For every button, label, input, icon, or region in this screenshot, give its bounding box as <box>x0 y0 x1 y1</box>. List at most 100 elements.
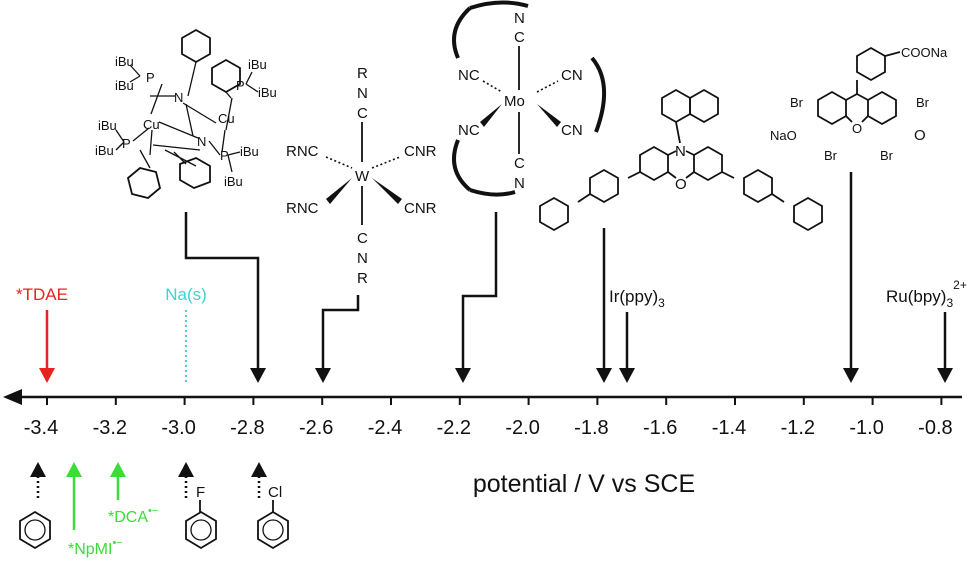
cu-atom-label: Cu <box>218 111 235 126</box>
axis-tick-label: -3.0 <box>161 417 195 439</box>
br-atom-label: Br <box>916 95 930 110</box>
axis-tick-label: -1.8 <box>574 417 608 439</box>
isocyanide-ligand-label: RNC <box>286 143 319 160</box>
tdae-arrowhead <box>39 368 55 383</box>
dca-label: *DCA•− <box>108 505 158 526</box>
axis-tick-label: -1.2 <box>781 417 815 439</box>
axis-tick-label: -2.6 <box>299 417 333 439</box>
p-atom-label: P <box>122 136 131 151</box>
copper-complex-structure: P N P Cu Cu N P P iBu iBu iBu iBu iBu iB… <box>95 28 277 199</box>
benzene-ring <box>19 510 51 550</box>
cu-atom-label: Cu <box>143 117 160 132</box>
ibu-group-label: iBu <box>240 144 259 159</box>
npmi-arrowhead <box>66 462 82 477</box>
ibu-group-label: iBu <box>248 57 267 72</box>
chlorobenzene-arrowhead <box>251 462 267 477</box>
axis-ticks: -3.4 -3.2 -3.0 -2.8 -2.6 -2.4 -2.2 -2.0 -1.8 -1.6… <box>24 397 953 439</box>
p-atom-label: P <box>146 70 155 85</box>
cyanide-ligand-label: CN <box>561 67 583 84</box>
tdae-marker: *TDAE <box>16 285 68 383</box>
tungsten-complex-structure: R N C W C N R RNC RNC CNR CNR <box>286 65 437 287</box>
ibu-group-label: iBu <box>95 143 114 158</box>
phenoxazine-arrowhead <box>596 368 612 383</box>
c-atom-label: C <box>514 29 525 46</box>
molybdenum-complex-arrow <box>461 212 498 372</box>
copper-complex-arrow <box>184 212 260 372</box>
chlorobenzene-substrate: Cl <box>251 462 289 550</box>
tungsten-complex: R N C W C N R RNC RNC CNR CNR <box>286 65 437 383</box>
eosin-structure: COONa O Br Br NaO Br Br O <box>770 45 948 163</box>
axis-tick-label: -2.2 <box>437 417 471 439</box>
c-atom-label: C <box>357 230 368 247</box>
molybdenum-complex-structure: N C Mo C N NC NC CN CN <box>452 0 606 197</box>
fluorobenzene-ring <box>185 510 217 550</box>
sodium-label: Na(s) <box>165 285 207 304</box>
copper-complex: P N P Cu Cu N P P iBu iBu iBu iBu iBu iB… <box>95 28 277 383</box>
fluorobenzene-arrowhead <box>178 462 194 477</box>
isocyanide-ligand-label: CNR <box>404 143 437 160</box>
ibu-group-label: iBu <box>115 54 134 69</box>
tdae-label: *TDAE <box>16 285 68 304</box>
cyanide-ligand-label: CN <box>561 122 583 139</box>
axis-tick-label: -3.4 <box>24 417 58 439</box>
ru-bpy3-label: Ru(bpy)32+ <box>886 278 967 310</box>
n-atom-label: N <box>357 250 368 267</box>
dca-arrowhead <box>110 462 126 477</box>
n-atom-label: N <box>514 175 525 192</box>
molybdenum-atom-label: Mo <box>504 93 525 110</box>
br-atom-label: Br <box>790 95 804 110</box>
axis-title: potential / V vs SCE <box>473 470 695 498</box>
coona-group-label: COONa <box>901 45 948 60</box>
axis-tick-label: -1.0 <box>849 417 883 439</box>
c-atom-label: C <box>514 155 525 172</box>
axis-tick-label: -0.8 <box>918 417 952 439</box>
n-atom-label: N <box>174 90 183 105</box>
n-atom-label: N <box>197 134 206 149</box>
br-atom-label: Br <box>880 148 894 163</box>
o-atom-label: O <box>675 176 687 193</box>
eosin-arrowhead <box>843 368 859 383</box>
cyanide-ligand-label: NC <box>458 67 480 84</box>
fluorobenzene-substrate: F <box>178 462 217 550</box>
cyanide-ligand-label: NC <box>458 122 480 139</box>
ibu-group-label: iBu <box>258 85 277 100</box>
o-atom-label: O <box>852 121 862 136</box>
nao-group-label: NaO <box>770 128 797 143</box>
n-atom-label: N <box>514 10 525 27</box>
o-atom-label: O <box>914 127 926 144</box>
benzene-arrowhead <box>30 462 46 477</box>
sodium-marker: Na(s) <box>165 285 207 385</box>
ir-ppy3-label: Ir(ppy)3 <box>609 287 665 310</box>
n-atom-label: N <box>357 85 368 102</box>
br-atom-label: Br <box>824 148 838 163</box>
npmi-marker: *NpMI•− <box>66 462 123 558</box>
phenoxazine-catalyst: N O <box>539 88 823 383</box>
dca-marker: *DCA•− <box>108 462 158 526</box>
benzene-substrate <box>19 462 51 550</box>
chlorobenzene-ring <box>257 510 289 550</box>
ir-ppy3-marker: Ir(ppy)3 <box>609 287 665 383</box>
n-atom-label: N <box>675 143 686 160</box>
axis-tick-label: -2.0 <box>505 417 539 439</box>
ru-bpy3-arrowhead <box>937 368 953 383</box>
axis-tick-label: -2.4 <box>368 417 402 439</box>
axis-tick-label: -1.4 <box>712 417 746 439</box>
molybdenum-complex: N C Mo C N NC NC CN CN <box>452 0 606 383</box>
r-group-label: R <box>357 270 368 287</box>
isocyanide-ligand-label: RNC <box>286 200 319 217</box>
chloro-atom-label: Cl <box>268 484 282 501</box>
phenoxazine-structure: N O <box>539 88 823 232</box>
ibu-group-label: iBu <box>224 174 243 189</box>
ibu-group-label: iBu <box>98 118 117 133</box>
p-atom-label: P <box>220 148 229 163</box>
ir-ppy3-arrowhead <box>619 368 635 383</box>
axis-tick-label: -2.8 <box>230 417 264 439</box>
tungsten-complex-arrow <box>321 295 360 372</box>
npmi-label: *NpMI•− <box>68 537 123 558</box>
axis-tick-label: -3.2 <box>93 417 127 439</box>
p-atom-label: P <box>236 78 245 93</box>
tungsten-atom-label: W <box>355 168 370 185</box>
tungsten-complex-arrowhead <box>315 368 331 383</box>
axis-tick-label: -1.6 <box>643 417 677 439</box>
